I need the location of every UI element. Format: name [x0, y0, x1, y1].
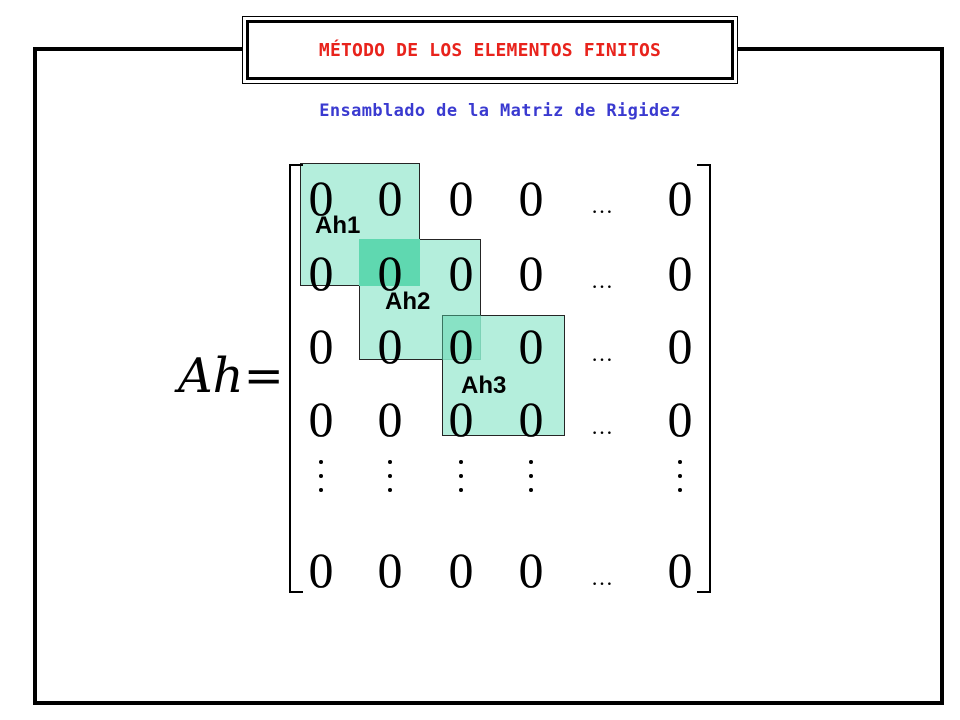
matrix-cell-r2-c0: 0: [308, 318, 334, 374]
right-bracket: [697, 164, 711, 593]
vdot: [388, 460, 392, 464]
vdot: [529, 460, 533, 464]
vdot: [319, 474, 323, 478]
matrix-hdots-r2-c4: …: [591, 341, 617, 366]
vdot: [678, 460, 682, 464]
matrix-hdots-r0-c4: …: [591, 193, 617, 218]
matrix-cell-r3-c0: 0: [308, 391, 334, 447]
page-title: MÉTODO DE LOS ELEMENTOS FINITOS: [318, 39, 662, 61]
matrix-cell-r2-c2: 0: [448, 318, 474, 374]
matrix-cell-r1-c3: 0: [518, 245, 544, 301]
matrix-hdots-r5-c4: …: [591, 565, 617, 590]
block-highlight-3: [442, 315, 565, 436]
matrix-cell-r2-c1: 0: [377, 318, 403, 374]
matrix-equation-lhs: Ah=: [178, 352, 284, 400]
title-inner-border: MÉTODO DE LOS ELEMENTOS FINITOS: [246, 20, 734, 80]
matrix-vdots-r4-c5: [678, 460, 682, 494]
matrix-cell-r0-c2: 0: [448, 170, 474, 226]
matrix-cell-r0-c5: 0: [667, 170, 693, 226]
matrix-cell-r3-c2: 0: [448, 391, 474, 447]
matrix-name: Ah: [178, 348, 244, 404]
title-box: MÉTODO DE LOS ELEMENTOS FINITOS: [242, 16, 738, 84]
vdot: [319, 460, 323, 464]
matrix-cell-r5-c0: 0: [308, 542, 334, 598]
matrix-vdots-r4-c3: [529, 460, 533, 494]
equals-sign: =: [243, 348, 284, 404]
vdot: [678, 474, 682, 478]
matrix-vdots-r4-c2: [459, 460, 463, 494]
matrix-cell-r1-c1: 0: [377, 245, 403, 301]
block-label-3: Ah3: [461, 372, 507, 399]
vdot: [459, 474, 463, 478]
matrix-cell-r5-c5: 0: [667, 542, 693, 598]
matrix-cell-r1-c2: 0: [448, 245, 474, 301]
matrix-cell-r5-c3: 0: [518, 542, 544, 598]
vdot: [388, 488, 392, 492]
matrix-hdots-r3-c4: …: [591, 414, 617, 439]
vdot: [388, 474, 392, 478]
vdot: [678, 488, 682, 492]
matrix-cell-r0-c1: 0: [377, 170, 403, 226]
left-bracket: [289, 164, 303, 593]
block-overlap-2-3: [442, 315, 481, 360]
matrix-cell-r2-c3: 0: [518, 318, 544, 374]
vdot: [319, 488, 323, 492]
matrix-vdots-r4-c0: [319, 460, 323, 494]
matrix-hdots-r1-c4: …: [591, 268, 617, 293]
block-label-1: Ah1: [315, 212, 361, 239]
matrix-cell-r1-c0: 0: [308, 245, 334, 301]
matrix-vdots-r4-c1: [388, 460, 392, 494]
block-label-2: Ah2: [385, 288, 431, 315]
vdot: [459, 460, 463, 464]
matrix-cell-r5-c2: 0: [448, 542, 474, 598]
matrix-cell-r3-c5: 0: [667, 391, 693, 447]
matrix-cell-r1-c5: 0: [667, 245, 693, 301]
vdot: [529, 474, 533, 478]
matrix-cell-r0-c0: 0: [308, 170, 334, 226]
block-overlap-1-2: [359, 239, 420, 286]
vdot: [529, 488, 533, 492]
page-subtitle: Ensamblado de la Matriz de Rigidez: [319, 101, 681, 121]
matrix-cell-r5-c1: 0: [377, 542, 403, 598]
vdot: [459, 488, 463, 492]
matrix-cell-r0-c3: 0: [518, 170, 544, 226]
matrix-cell-r3-c3: 0: [518, 391, 544, 447]
matrix-cell-r2-c5: 0: [667, 318, 693, 374]
matrix-cell-r3-c1: 0: [377, 391, 403, 447]
